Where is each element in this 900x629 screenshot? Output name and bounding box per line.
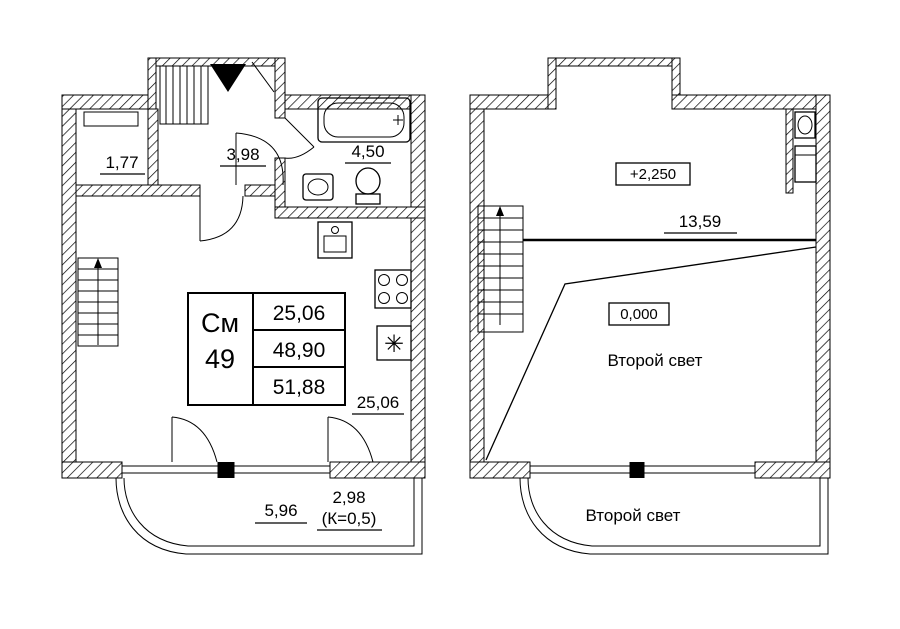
stove-icon <box>374 269 412 309</box>
apartment-type-label: См <box>201 308 239 338</box>
toilet-icon <box>355 167 381 205</box>
bathroom-area-label: 4,50 <box>351 142 384 161</box>
vent-shaft-icon <box>210 64 246 92</box>
storage-area-label: 1,77 <box>105 153 138 172</box>
level-upper-label: +2,250 <box>630 166 676 183</box>
living-area-label: 25,06 <box>357 393 400 412</box>
bathtub-icon <box>317 97 411 143</box>
level-zero-label: 0,000 <box>620 306 658 323</box>
void-boundary <box>485 246 817 461</box>
floor1-plan: ✳ См 49 25,06 48,90 51,88 <box>61 57 426 555</box>
fridge-box: ✳ <box>376 325 412 361</box>
washbasin-icon <box>302 173 334 201</box>
entrance-door-icon <box>251 61 275 93</box>
floor1-area-labels: 1,77 3,98 4,50 25,06 5,96 2,98 (К=0,5) <box>100 142 404 531</box>
stat-table: См 49 25,06 48,90 51,88 <box>187 292 346 406</box>
floor2-walls <box>469 57 831 479</box>
hall-area-label: 3,98 <box>226 145 259 164</box>
apartment-area-value: 48,90 <box>273 339 326 362</box>
door-arcs-floor1 <box>171 117 374 463</box>
balcony-area-label: 2,98 <box>332 488 365 507</box>
snowflake-icon: ✳ <box>384 331 404 358</box>
total-area-value: 51,88 <box>273 376 326 399</box>
apartment-number-label: 49 <box>205 344 235 374</box>
stairs-icon <box>77 257 119 347</box>
wc-fixtures <box>794 111 817 183</box>
mezzanine-area-label: 13,59 <box>679 212 722 231</box>
balcony-coefficient-label: (К=0,5) <box>322 509 377 528</box>
living-area-value: 25,06 <box>273 302 326 325</box>
level-upper-box: +2,250 <box>615 162 691 186</box>
level-zero-box: 0,000 <box>608 302 670 326</box>
kitchen-sink-icon <box>317 221 353 259</box>
floor2-plan: +2,250 13,59 0,000 Второй свет Второй св… <box>469 57 831 555</box>
floor1-walls <box>61 57 426 479</box>
floor2-windows <box>529 462 756 478</box>
mezzanine-area-label-group: 13,59 <box>664 212 737 234</box>
wardrobe-icon <box>159 65 209 125</box>
floor1-windows <box>121 462 331 478</box>
stairs-upper-icon <box>477 205 524 333</box>
void-label: Второй свет <box>608 351 703 370</box>
floor2-balcony-outline <box>519 477 829 555</box>
balcony-void-label: Второй свет <box>586 506 681 525</box>
shelf-icon <box>83 111 139 127</box>
balcony-length-label: 5,96 <box>264 501 297 520</box>
floor1-balcony-outline <box>115 477 423 555</box>
